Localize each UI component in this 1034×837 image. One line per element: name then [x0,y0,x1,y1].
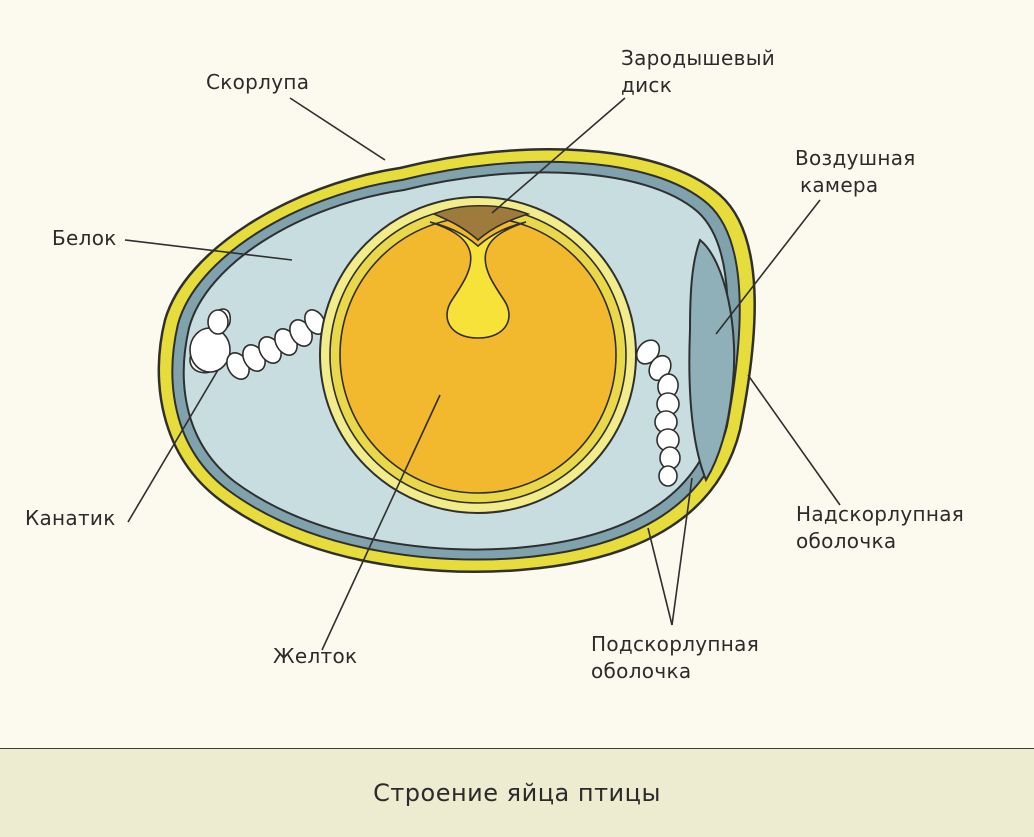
label-shell: Скорлупа [206,70,310,94]
leader-lines [124,97,841,651]
leader-inner-membrane-b [671,477,693,626]
label-air-chamber-line1: Воздушная [795,146,916,170]
caption-bar: Строение яйца птицы [0,748,1034,837]
label-germinal-disc-line2: диск [621,73,673,97]
label-albumen: Белок [52,226,117,250]
label-germinal-disc-line1: Зародышевый [621,46,776,70]
latebra [429,221,527,339]
label-yolk: Желток [273,644,358,668]
label-inner-membrane-line1: Подскорлупная [591,632,760,656]
label-outer-membrane-line2: оболочка [796,529,897,553]
label-outer-membrane-line1: Надскорлупная [796,502,965,526]
chalaza-left [189,308,326,380]
leader-shell [289,97,386,161]
leader-yolk [321,394,441,651]
label-chalaza: Канатик [25,506,116,530]
germinal-disc [431,204,531,242]
leader-albumen [124,239,293,261]
leader-outer-membrane [747,374,841,506]
leader-air-chamber [715,199,821,335]
leader-germinal-disc [491,97,626,214]
chalaza-right [635,339,681,487]
label-air-chamber-line2: камера [800,173,879,197]
air-chamber [688,238,736,483]
caption: Строение яйца птицы [373,779,661,807]
leader-chalaza [127,369,219,523]
leader-inner-membrane-a [647,527,673,626]
label-inner-membrane-line2: оболочка [591,659,692,683]
egg-diagram [124,97,841,651]
